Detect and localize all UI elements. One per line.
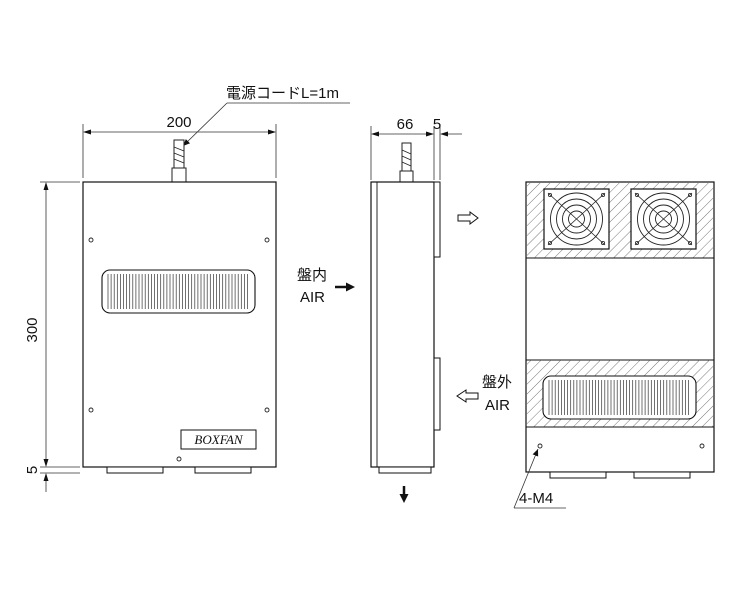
- cord-bushing: [171, 167, 187, 183]
- mount-holes-leader: [513, 448, 539, 509]
- air-out-label: AIR: [485, 397, 510, 414]
- air-in-arrow-icon: [335, 282, 355, 292]
- brand-logo-box: [180, 429, 257, 450]
- power-cord-line: [401, 155, 412, 161]
- dimension-arrow: [43, 182, 49, 190]
- air-in-label: AIR: [300, 289, 325, 306]
- power-cord-label: 電源コードL=1m: [226, 85, 339, 102]
- side-flange-upper: [433, 181, 441, 258]
- exhaust-fan-left: [543, 188, 610, 250]
- front-view: 200 電源コードL=1m 300 5 BOXFA: [24, 85, 350, 492]
- screw-hole: [88, 237, 94, 243]
- air-intake-arrow-icon: [456, 389, 479, 403]
- side-view: 66 5 盤内 AIR 盤外 A: [297, 116, 512, 503]
- exhaust-fan-right: [630, 188, 697, 250]
- rear-louver-slats: [548, 380, 689, 415]
- mount-holes-label: 4-M4: [519, 490, 553, 507]
- dimension-arrow: [43, 459, 49, 467]
- air-down-arrow-icon: [399, 486, 409, 503]
- rear-view: 4-M4: [513, 181, 715, 509]
- flange-dimension-label: 5: [433, 116, 441, 133]
- mounting-foot: [633, 471, 691, 479]
- screw-hole: [264, 407, 270, 413]
- dimension-arrow: [268, 129, 276, 135]
- bottom-offset-label: 5: [24, 466, 41, 474]
- power-cord-line: [173, 146, 185, 152]
- mounting-foot: [549, 471, 607, 479]
- dimension-arrow: [426, 131, 434, 137]
- width-dimension-label: 200: [166, 114, 191, 131]
- air-out-kanji: 盤外: [482, 374, 512, 391]
- dimension-arrow: [83, 129, 91, 135]
- power-cord-line: [401, 161, 412, 167]
- screw-hole: [176, 456, 182, 462]
- mounting-foot: [378, 466, 432, 474]
- height-dimension-label: 300: [24, 317, 41, 342]
- side-flange-lower: [433, 357, 441, 431]
- mounting-foot: [194, 466, 252, 474]
- front-louver-slats: [107, 274, 248, 309]
- dimension-arrow: [371, 131, 379, 137]
- power-cord-leader: [182, 102, 228, 147]
- power-cord-line: [401, 149, 412, 155]
- brand-logo: BOXFAN: [194, 432, 243, 447]
- screw-hole: [88, 407, 94, 413]
- power-cord-line: [173, 152, 185, 158]
- air-exhaust-arrow-icon: [457, 211, 479, 225]
- mount-hole: [537, 443, 543, 449]
- mounting-foot: [106, 466, 164, 474]
- dimension-arrow: [440, 131, 448, 137]
- cord-bushing: [399, 170, 414, 183]
- screw-hole: [264, 237, 270, 243]
- depth-dimension-label: 66: [397, 116, 414, 133]
- side-body: [370, 181, 435, 468]
- power-cord-line: [173, 158, 185, 164]
- air-in-kanji: 盤内: [297, 267, 327, 284]
- front-body: [82, 181, 277, 468]
- dimension-arrow: [43, 473, 49, 481]
- mount-hole: [699, 443, 705, 449]
